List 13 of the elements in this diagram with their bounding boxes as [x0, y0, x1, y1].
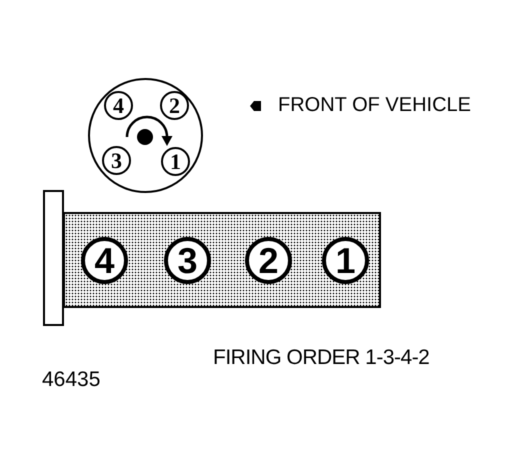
firing-order-caption: FIRING ORDER 1-3-4-2: [213, 347, 430, 368]
figure-number: 46435: [42, 369, 100, 390]
terminal-number: 4: [113, 94, 124, 116]
cylinder-number: 4: [94, 242, 115, 278]
cylinder-number: 3: [177, 242, 198, 278]
flange-plate: [43, 190, 64, 326]
terminal-number: 1: [170, 150, 181, 172]
cylinder-number: 1: [335, 242, 356, 278]
cylinder-head-block: [63, 212, 381, 308]
terminal-number: 2: [169, 94, 180, 116]
terminal-number: 3: [111, 150, 122, 172]
cylinder-number: 2: [258, 242, 279, 278]
direction-label: FRONT OF VEHICLE: [278, 95, 471, 115]
